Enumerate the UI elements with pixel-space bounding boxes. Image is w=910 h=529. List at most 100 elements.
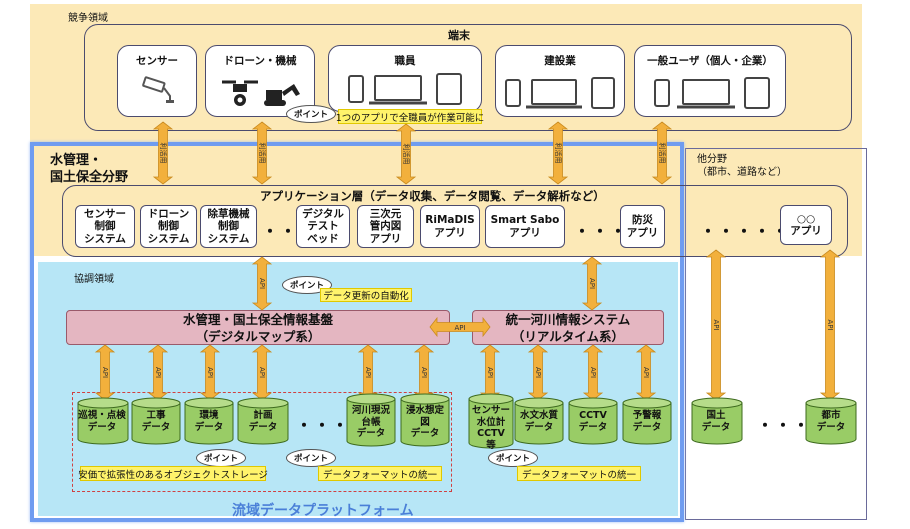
app-drone-control: ドローン 制御 システム [140,205,197,248]
arrow-api-storage-4: API [357,344,379,401]
arrow-api-app-digital: API [251,256,273,311]
cylinder-hydrology [514,397,564,445]
arrow-api-storage-2: API [199,344,221,401]
arrow-utilize-sensor: 利活用 [152,121,174,185]
point-object-storage-text: 安価で拡張性のあるオブジェクトストレージ [78,466,268,481]
cctv-camera-icon [142,76,174,103]
cylinder-construction [131,397,181,445]
db-river-ledger: 河川現況 台帳 データ [351,405,390,439]
arrow-api-realtime-2: API [582,344,604,401]
app-rimadis: RiMaDIS アプリ [420,205,480,248]
arrow-api-app-digital-label: API [258,278,266,289]
cylinder-warning [622,397,672,445]
app-smart-sabo: Smart Sabo アプリ [485,205,565,248]
point-auto-update-text: データ更新の自動化 [320,288,412,302]
arrow-api-national: API [705,249,727,401]
db-patrol: 巡視・点検 データ [78,410,126,433]
arrow-utilize-general-label: 利活用 [658,143,667,164]
db-environment: 環境 データ [194,410,224,433]
arrow-utilize-drone: 利活用 [251,121,273,185]
point-format-2-text: データフォーマットの統一 [517,466,641,481]
arrow-utilize-drone-label: 利活用 [258,143,267,164]
arrow-api-storage-0: API [94,344,116,401]
db-construction: 工事 データ [141,410,171,433]
drone-icon [222,80,258,106]
arrow-api-storage-1-label: API [154,367,162,378]
cylinder-plan [237,397,289,445]
db-sensor-gauge: センサー 水位計 CCTV 等 [471,405,510,451]
devices-icon [348,73,462,105]
arrow-api-storage-2-label: API [206,367,214,378]
digital-map-platform: 水管理・国土保全情報基盤 （デジタルマップ系） [66,310,450,345]
other-field-label: 他分野 （都市、道路など） [697,154,787,178]
cylinder-river-ledger [346,393,396,447]
cylinder-city [805,397,857,445]
svg-text:API: API [454,324,465,332]
terminal-sensor-label: センサー [136,55,178,67]
terminal-construction-label: 建設業 [544,55,576,67]
app-disaster: 防災 アプリ [620,205,665,248]
app-sensor-control: センサー 制御 システム [75,205,135,248]
arrow-api-app-river: API [581,256,603,311]
terminal-drone-label: ドローン・機械 [223,55,297,67]
arrow-utilize-general: 利活用 [651,121,673,185]
water-field-label: 水管理・ 国土保全分野 [50,153,129,185]
cylinder-patrol [77,397,129,445]
devices-icon [654,77,770,109]
db-national-land: 国土 データ [701,410,731,433]
arrow-api-storage-3-label: API [258,367,266,378]
terminal-drone: ドローン・機械 [205,45,315,117]
cylinder-sensor-gauge [468,393,514,449]
point-oval-format-2: ポイント [488,449,538,467]
app-3d-map: 三次元 管内図 アプリ [357,205,414,248]
arrow-api-platforms: API [429,316,491,338]
arrow-api-realtime-1-label: API [534,367,542,378]
db-cctv: CCTV データ [578,410,608,433]
db-city: 都市 データ [816,410,846,433]
excavator-icon [264,84,300,106]
arrow-api-storage-5: API [413,344,435,401]
arrow-api-storage-0-label: API [101,367,109,378]
db-ellipsis: ・・・ [296,416,351,435]
arrow-api-realtime-0: API [479,344,501,401]
arrow-api-app-river-label: API [588,278,596,289]
db-flood-map: 浸水想定 図 データ [405,405,444,439]
app-other: ○○ アプリ [780,205,832,245]
arrow-utilize-staff-label: 利活用 [402,144,411,165]
point-oval-storage: ポイント [196,449,246,467]
app-weeding-control: 除草機械 制御 システム [200,205,257,248]
terminal-title: 端末 [448,29,470,42]
db-warning: 予警報 データ [632,410,662,433]
point-one-app-text: 1つのアプリで全職員が作業可能に [336,109,484,124]
app-layer-container [62,185,848,257]
arrow-utilize-construction-label: 利活用 [554,143,563,164]
arrow-utilize-construction: 利活用 [547,121,569,185]
app-layer-title: アプリケーション層（データ収集、データ閲覧、データ解析など） [260,189,605,203]
arrow-api-realtime-0-label: API [486,367,494,378]
competition-label: 競争領域 [68,13,108,24]
terminal-staff: 職員 [328,45,482,112]
arrow-api-city: API [819,249,841,401]
terminal-sensor: センサー [117,45,197,117]
point-oval-one-app: ポイント [286,105,336,123]
terminal-container [84,24,852,131]
db-hydrology: 水文水質 データ [519,410,558,433]
point-oval-format-1: ポイント [286,449,336,467]
arrow-api-realtime-3: API [635,344,657,401]
arrow-api-city-label: API [826,319,834,330]
devices-icon [505,77,615,109]
db-plan: 計画 データ [248,410,278,433]
cylinder-cctv [568,397,618,445]
point-format-1-text: データフォーマットの統一 [318,466,442,481]
arrow-api-realtime-1: API [527,344,549,401]
cooperation-label: 協調領域 [74,274,114,285]
river-info-platform: 統一河川情報システム （リアルタイム系） [472,310,664,345]
arrow-api-realtime-3-label: API [642,367,650,378]
terminal-general-user: 一般ユーザ（個人・企業） [634,45,786,117]
cylinder-environment [184,397,234,445]
db-ellipsis-other: ・・・ [757,416,812,435]
arrow-api-national-label: API [712,319,720,330]
arrow-api-storage-5-label: API [420,367,428,378]
cylinder-flood-map [400,393,450,447]
